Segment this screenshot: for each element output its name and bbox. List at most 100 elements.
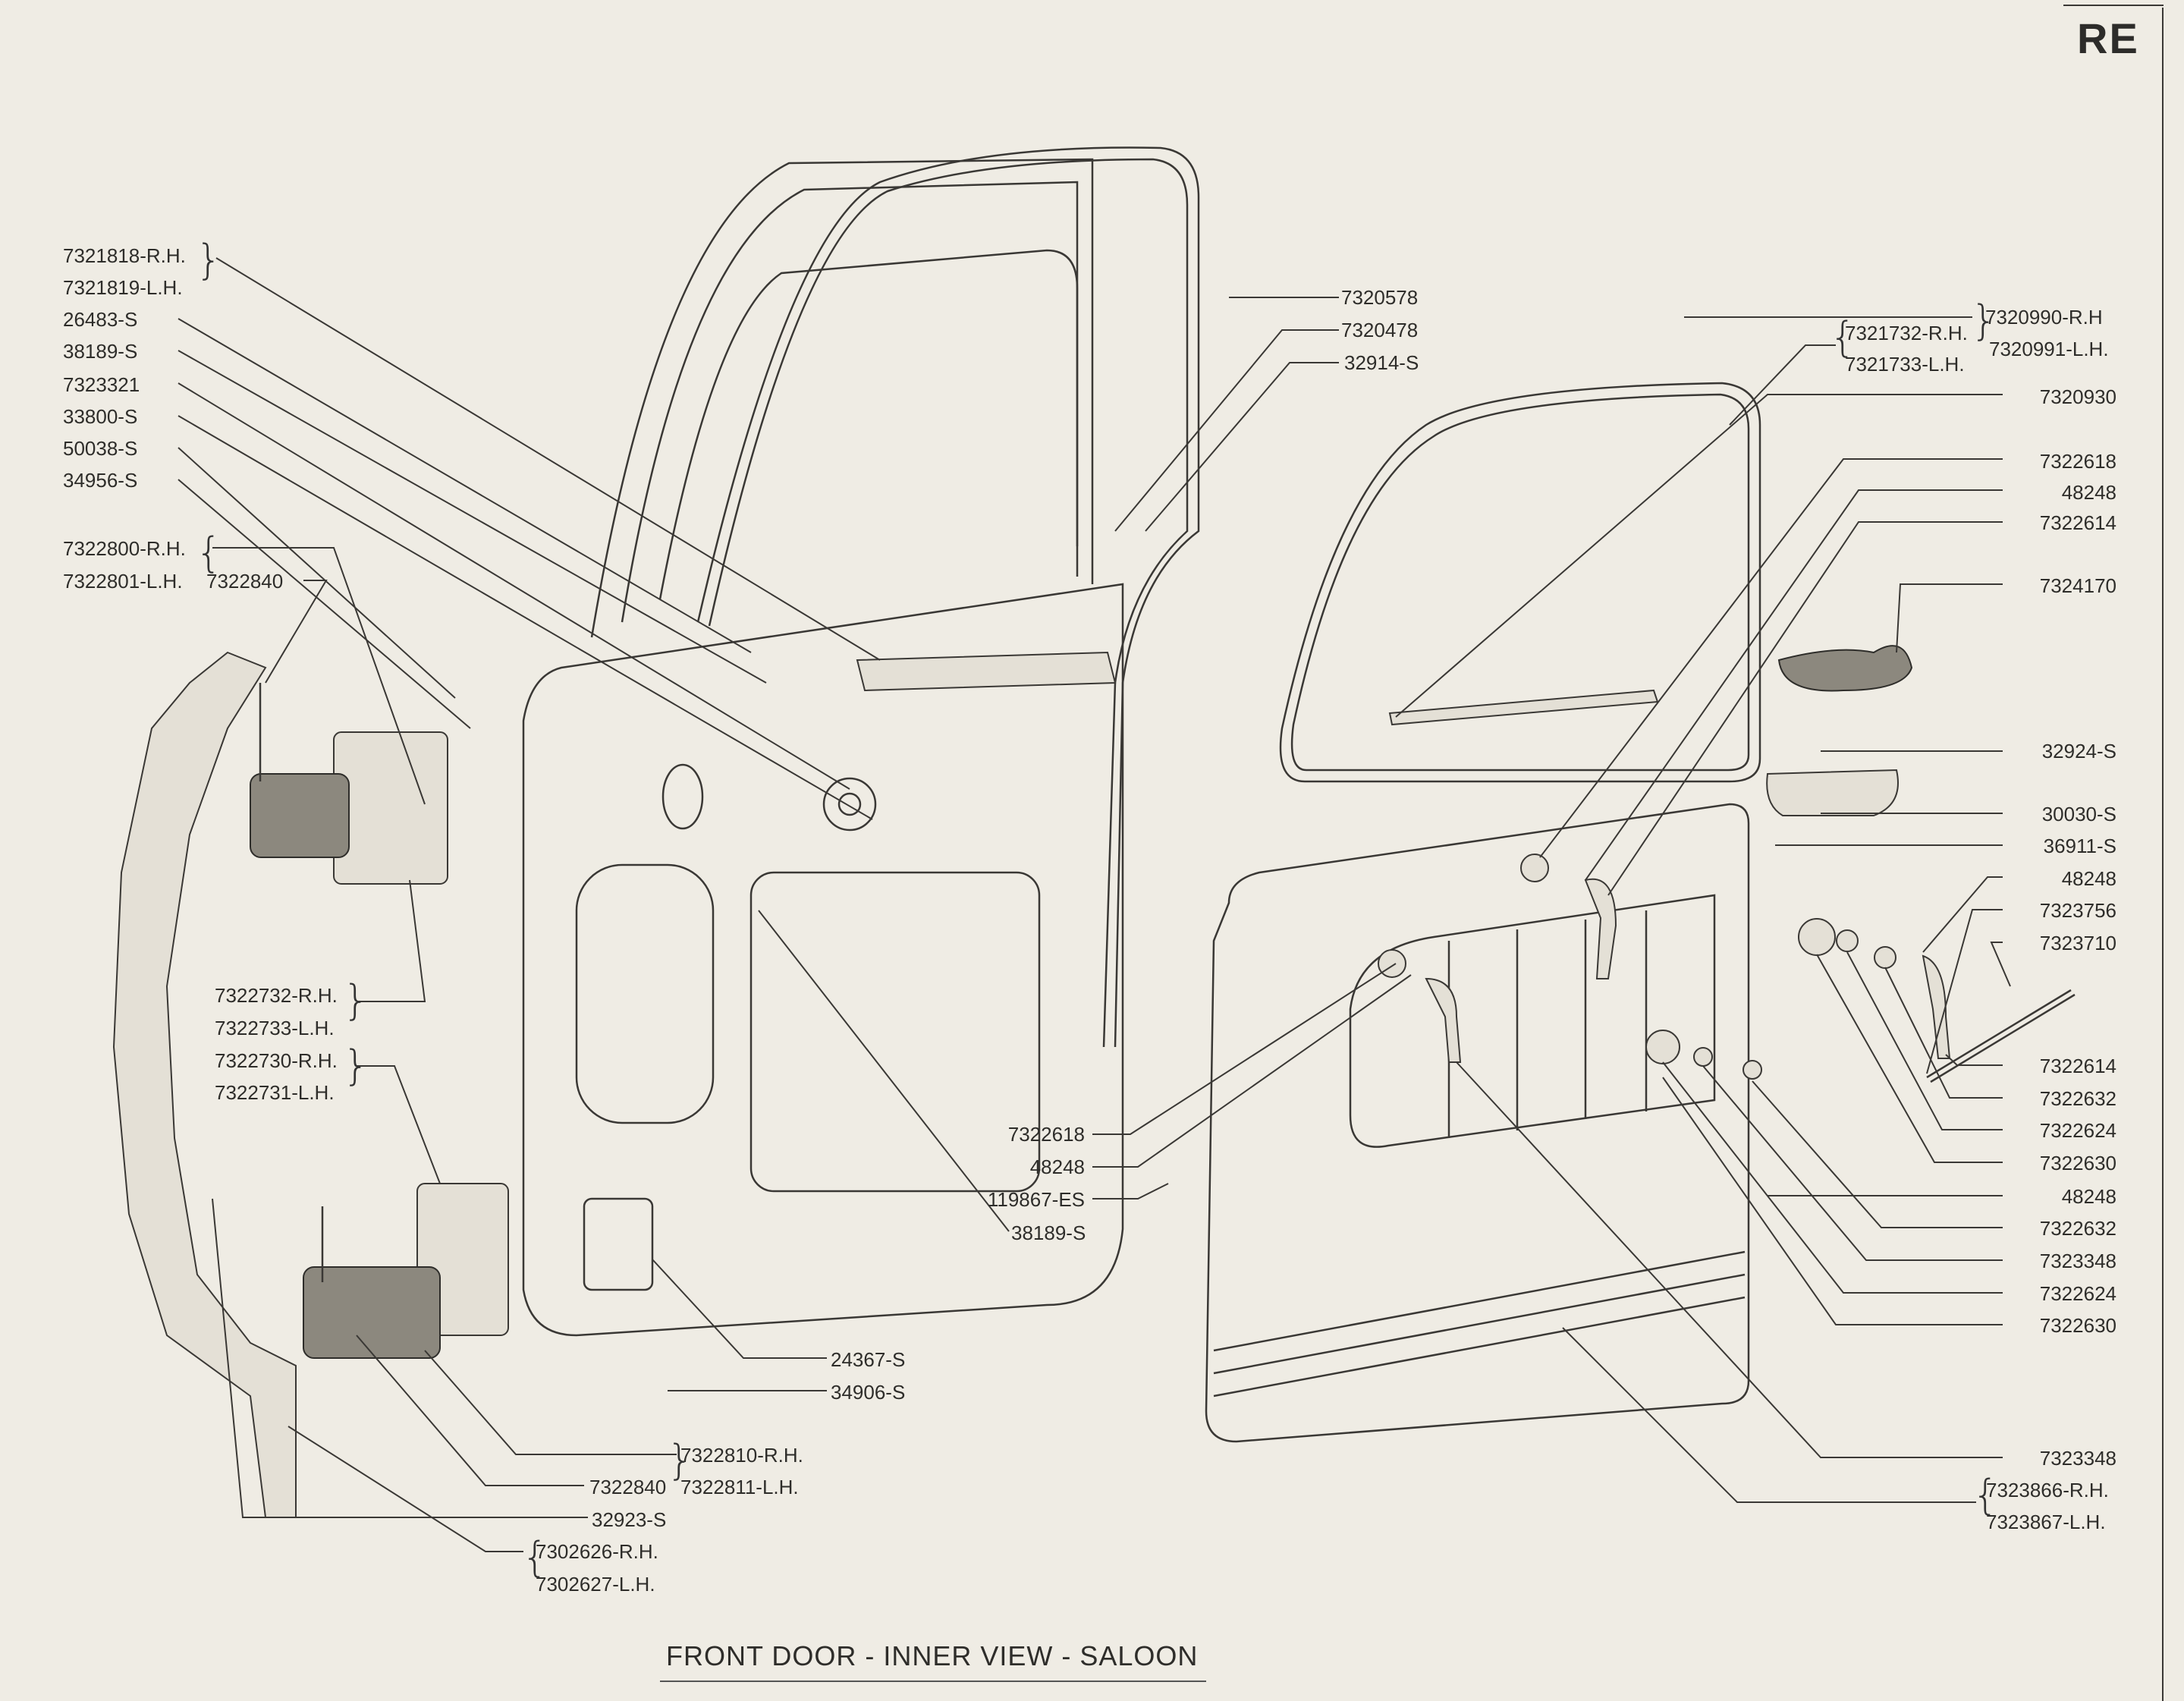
leader-line (1926, 909, 2003, 1074)
part-label: 7322624 (2039, 1282, 2116, 1305)
part-label: 7322614 (2039, 1055, 2116, 1077)
part-label: 32914-S (1344, 351, 1419, 374)
leader-line (1092, 974, 1412, 1168)
leader-line (1662, 1077, 2003, 1325)
window-handle-parts-drawing (1798, 918, 2076, 1083)
leader-line (1662, 1061, 2003, 1294)
bracket-brace: } (667, 1436, 693, 1484)
part-label: 7302627-L.H. (536, 1573, 655, 1596)
part-label: 7323866-R.H. (1986, 1479, 2109, 1501)
part-label: 7323348 (2039, 1447, 2116, 1470)
leader-line (178, 382, 850, 790)
diagram-caption: FRONT DOOR - INNER VIEW - SALOON (666, 1640, 1199, 1671)
leader-line (1884, 967, 2003, 1099)
part-label: 7320930 (2039, 385, 2116, 408)
part-label: 7322630 (2039, 1314, 2116, 1337)
bracket-brace: } (343, 976, 369, 1024)
part-label: 7323867-L.H. (1986, 1511, 2106, 1533)
part-label: 34906-S (831, 1381, 906, 1404)
part-label: 7321732-R.H. (1845, 322, 1968, 344)
part-label: 34956-S (63, 469, 138, 492)
part-label: 7324170 (2039, 574, 2116, 597)
part-label: 7322630 (2039, 1152, 2116, 1174)
part-label: 7321733-L.H. (1845, 353, 1965, 376)
lower-hinge-drawing (303, 1183, 509, 1359)
leader-line (1114, 329, 1339, 532)
part-label: 7323348 (2039, 1250, 2116, 1272)
frame-rule-top (2063, 5, 2164, 6)
part-label: 7302626-R.H. (536, 1540, 658, 1563)
part-label: 7322624 (2039, 1119, 2116, 1142)
part-label: 48248 (1029, 1155, 1085, 1178)
part-label: 7322614 (2039, 511, 2116, 534)
leader-line (178, 350, 767, 684)
leader-line (1092, 1183, 1169, 1200)
part-label: 38189-S (1011, 1222, 1086, 1244)
leader-line (1456, 1061, 2003, 1458)
leader-line (1896, 583, 2003, 653)
leader-line (357, 1065, 441, 1184)
part-label: 7323756 (2039, 899, 2116, 922)
leader-line (1752, 1080, 2003, 1228)
section-code: RE (2077, 14, 2139, 62)
leader-line (178, 447, 456, 699)
leader-line (424, 1350, 677, 1455)
part-label: 7322731-L.H. (215, 1081, 335, 1104)
bracket-brace: } (1971, 297, 1997, 344)
part-label: 7321819-L.H. (63, 276, 183, 299)
part-label: 7322800-R.H. (63, 537, 186, 560)
part-label: 30030-S (2041, 803, 2116, 825)
part-label: 50038-S (63, 437, 138, 460)
leader-line (1729, 344, 1836, 426)
armrest-drawing (1766, 645, 1913, 816)
window-frame-drawing (1279, 382, 1761, 783)
part-label: 48248 (2061, 1185, 2116, 1208)
leader-line (265, 580, 328, 684)
part-label: 26483-S (63, 308, 138, 331)
part-label: 7322632 (2039, 1217, 2116, 1240)
part-label: 7322730-R.H. (215, 1049, 338, 1072)
door-inner-panel-drawing (522, 146, 1200, 1337)
part-label: 48248 (2061, 481, 2116, 504)
leader-line (215, 257, 881, 661)
part-label: 36911-S (2043, 835, 2116, 857)
leader-line (1702, 1065, 2003, 1261)
leader-line (178, 318, 752, 653)
part-label: 32923-S (592, 1508, 667, 1531)
part-label: 7320990-R.H (1985, 306, 2103, 329)
caption-underline (660, 1681, 1206, 1682)
leader-line (1092, 963, 1397, 1135)
part-label: 7320478 (1341, 319, 1419, 341)
part-label: 32924-S (2041, 740, 2116, 762)
part-label: 7320991-L.H. (1989, 338, 2109, 360)
bracket-brace: } (196, 236, 222, 284)
part-label: 7322840 (589, 1476, 667, 1498)
part-label: 7322733-L.H. (215, 1017, 335, 1039)
part-label: 48248 (2061, 867, 2116, 890)
leader-line (1846, 951, 2003, 1130)
leader-line (1607, 521, 2003, 896)
frame-rule-right (2162, 8, 2164, 1701)
leader-line (356, 1335, 584, 1486)
leader-line (1945, 1054, 2003, 1066)
bracket-brace: { (1830, 313, 1856, 361)
upper-hinge-drawing (250, 683, 448, 885)
leader-line (1585, 489, 2003, 881)
leader-line (1990, 942, 2011, 987)
leader-line (1922, 876, 2003, 953)
part-label: 7322618 (2039, 450, 2116, 473)
leader-line (212, 547, 426, 805)
leader-line (1816, 954, 2003, 1163)
part-label: 7322618 (1007, 1123, 1085, 1146)
part-label: 7322840 (206, 570, 284, 593)
part-label: 7322732-R.H. (215, 984, 338, 1007)
door-trim-panel-drawing (1205, 803, 1762, 1443)
bracket-brace: } (343, 1042, 369, 1089)
part-label: 7322632 (2039, 1087, 2116, 1110)
leader-line (178, 415, 873, 820)
leader-line (1539, 458, 2003, 858)
part-label: 7323710 (2039, 932, 2116, 954)
part-label: 38189-S (63, 340, 138, 363)
bracket-brace: { (1972, 1471, 1999, 1519)
part-label: 7322810-R.H. (680, 1444, 803, 1467)
